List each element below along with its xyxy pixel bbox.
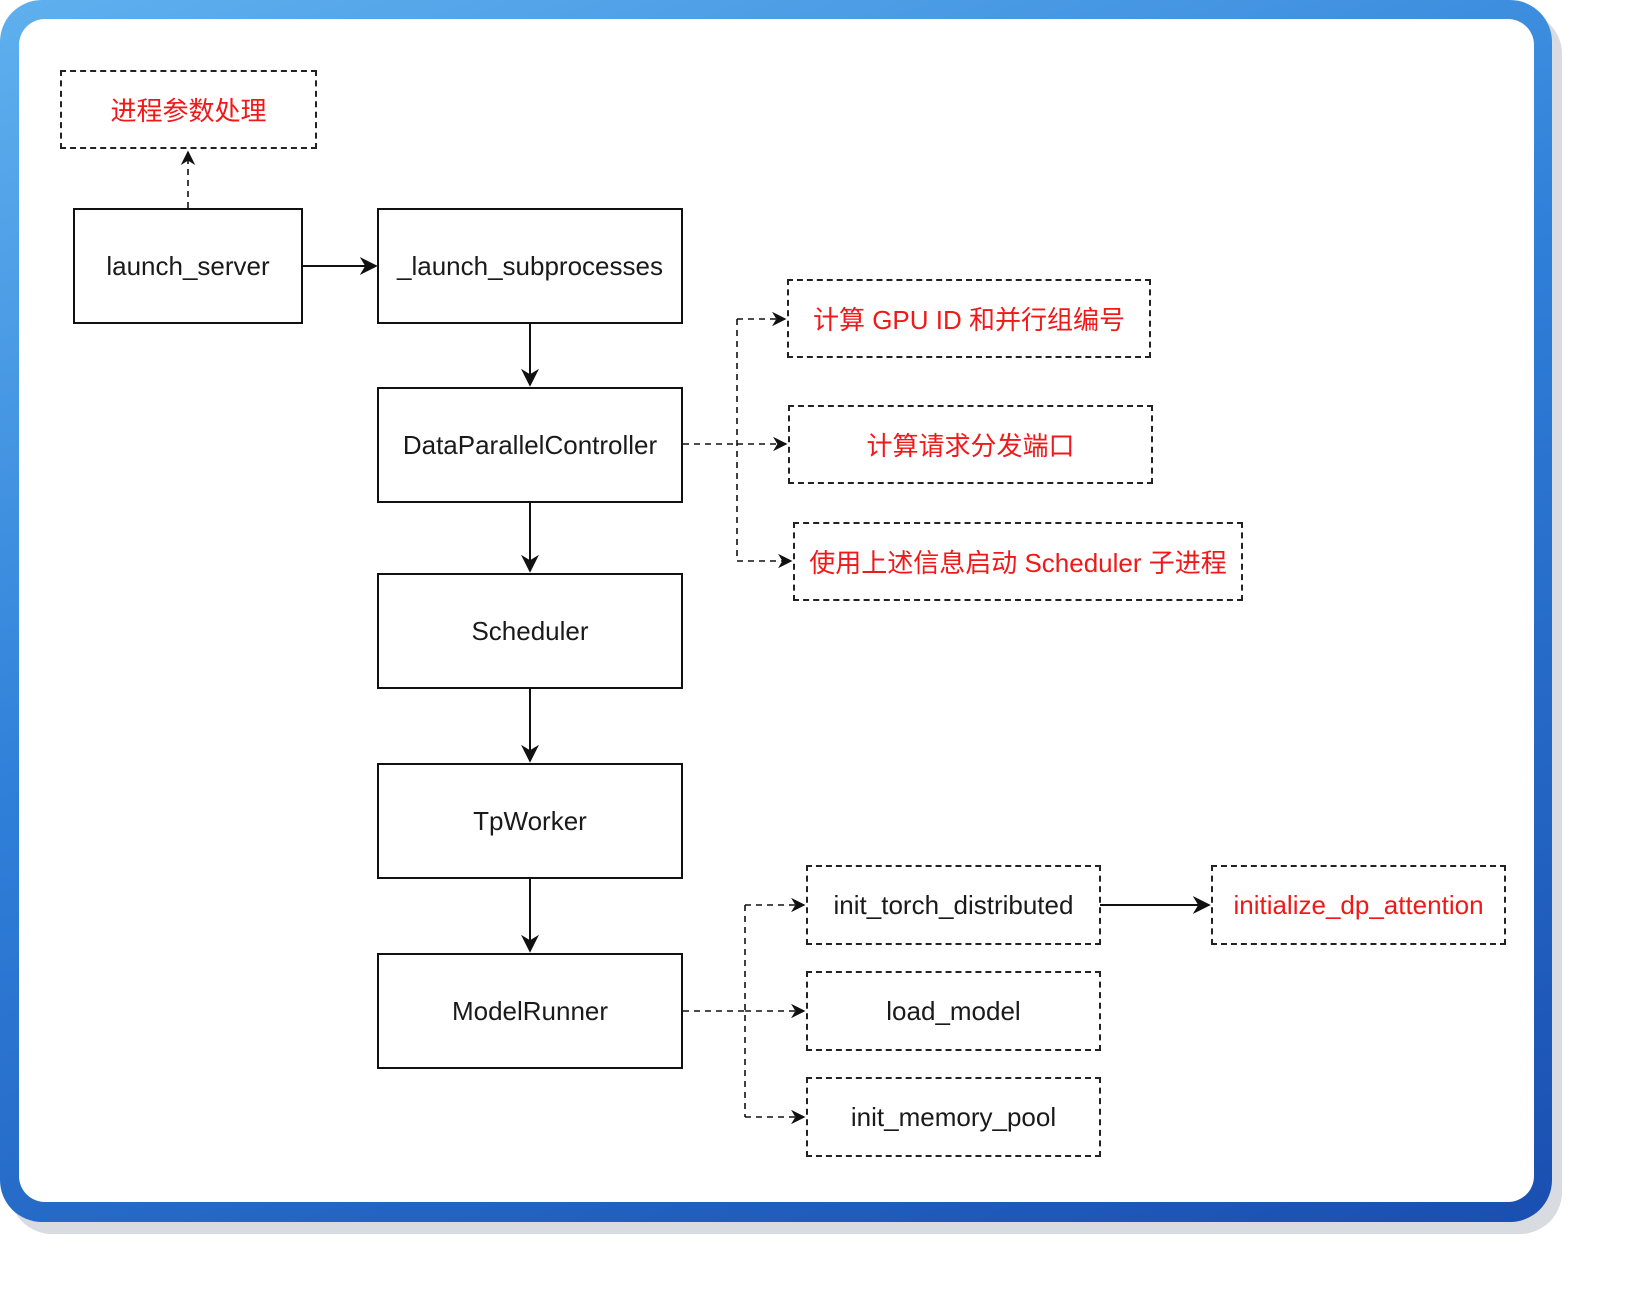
- process-args-node: 进程参数处理: [60, 70, 317, 149]
- compute-gpu-id-node: 计算 GPU ID 和并行组编号: [787, 279, 1151, 358]
- compute-gpu-id-label: 计算 GPU ID 和并行组编号: [812, 305, 1125, 335]
- tp-worker-node: TpWorker: [377, 763, 683, 879]
- dp-controller-node: DataParallelController: [377, 387, 683, 503]
- launch-server-node: launch_server: [73, 208, 303, 324]
- init-memory-pool-node: init_memory_pool: [806, 1077, 1101, 1157]
- load-model-node: load_model: [806, 971, 1101, 1051]
- diagram-canvas: [19, 19, 1534, 1202]
- scheduler-label: Scheduler: [471, 615, 589, 646]
- launch-subprocesses-label: _launch_subprocesses: [397, 250, 663, 281]
- connector-layer: [180, 150, 1211, 1125]
- compute-ports-node: 计算请求分发端口: [788, 405, 1153, 484]
- dp-controller-label: DataParallelController: [402, 429, 658, 460]
- init-memory-pool-label: init_memory_pool: [850, 1101, 1057, 1132]
- launch-subprocesses-node: _launch_subprocesses: [377, 208, 683, 324]
- compute-ports-label: 计算请求分发端口: [866, 431, 1075, 461]
- initialize-dp-attention-node: initialize_dp_attention: [1211, 865, 1506, 945]
- launch-server-label: launch_server: [106, 250, 270, 281]
- init-torch-distributed-node: init_torch_distributed: [806, 865, 1101, 945]
- initialize-dp-attention-label: initialize_dp_attention: [1233, 889, 1484, 920]
- start-scheduler-node: 使用上述信息启动 Scheduler 子进程: [793, 522, 1243, 601]
- scheduler-node: Scheduler: [377, 573, 683, 689]
- init-torch-distributed-label: init_torch_distributed: [833, 889, 1074, 920]
- model-runner-node: ModelRunner: [377, 953, 683, 1069]
- tp-worker-label: TpWorker: [473, 805, 587, 836]
- watermark: 银光的学习和思考: [1284, 1169, 1517, 1202]
- process-args-label: 进程参数处理: [110, 96, 267, 126]
- model-runner-label: ModelRunner: [451, 995, 609, 1026]
- load-model-label: load_model: [886, 995, 1021, 1026]
- start-scheduler-label: 使用上述信息启动 Scheduler 子进程: [809, 548, 1227, 578]
